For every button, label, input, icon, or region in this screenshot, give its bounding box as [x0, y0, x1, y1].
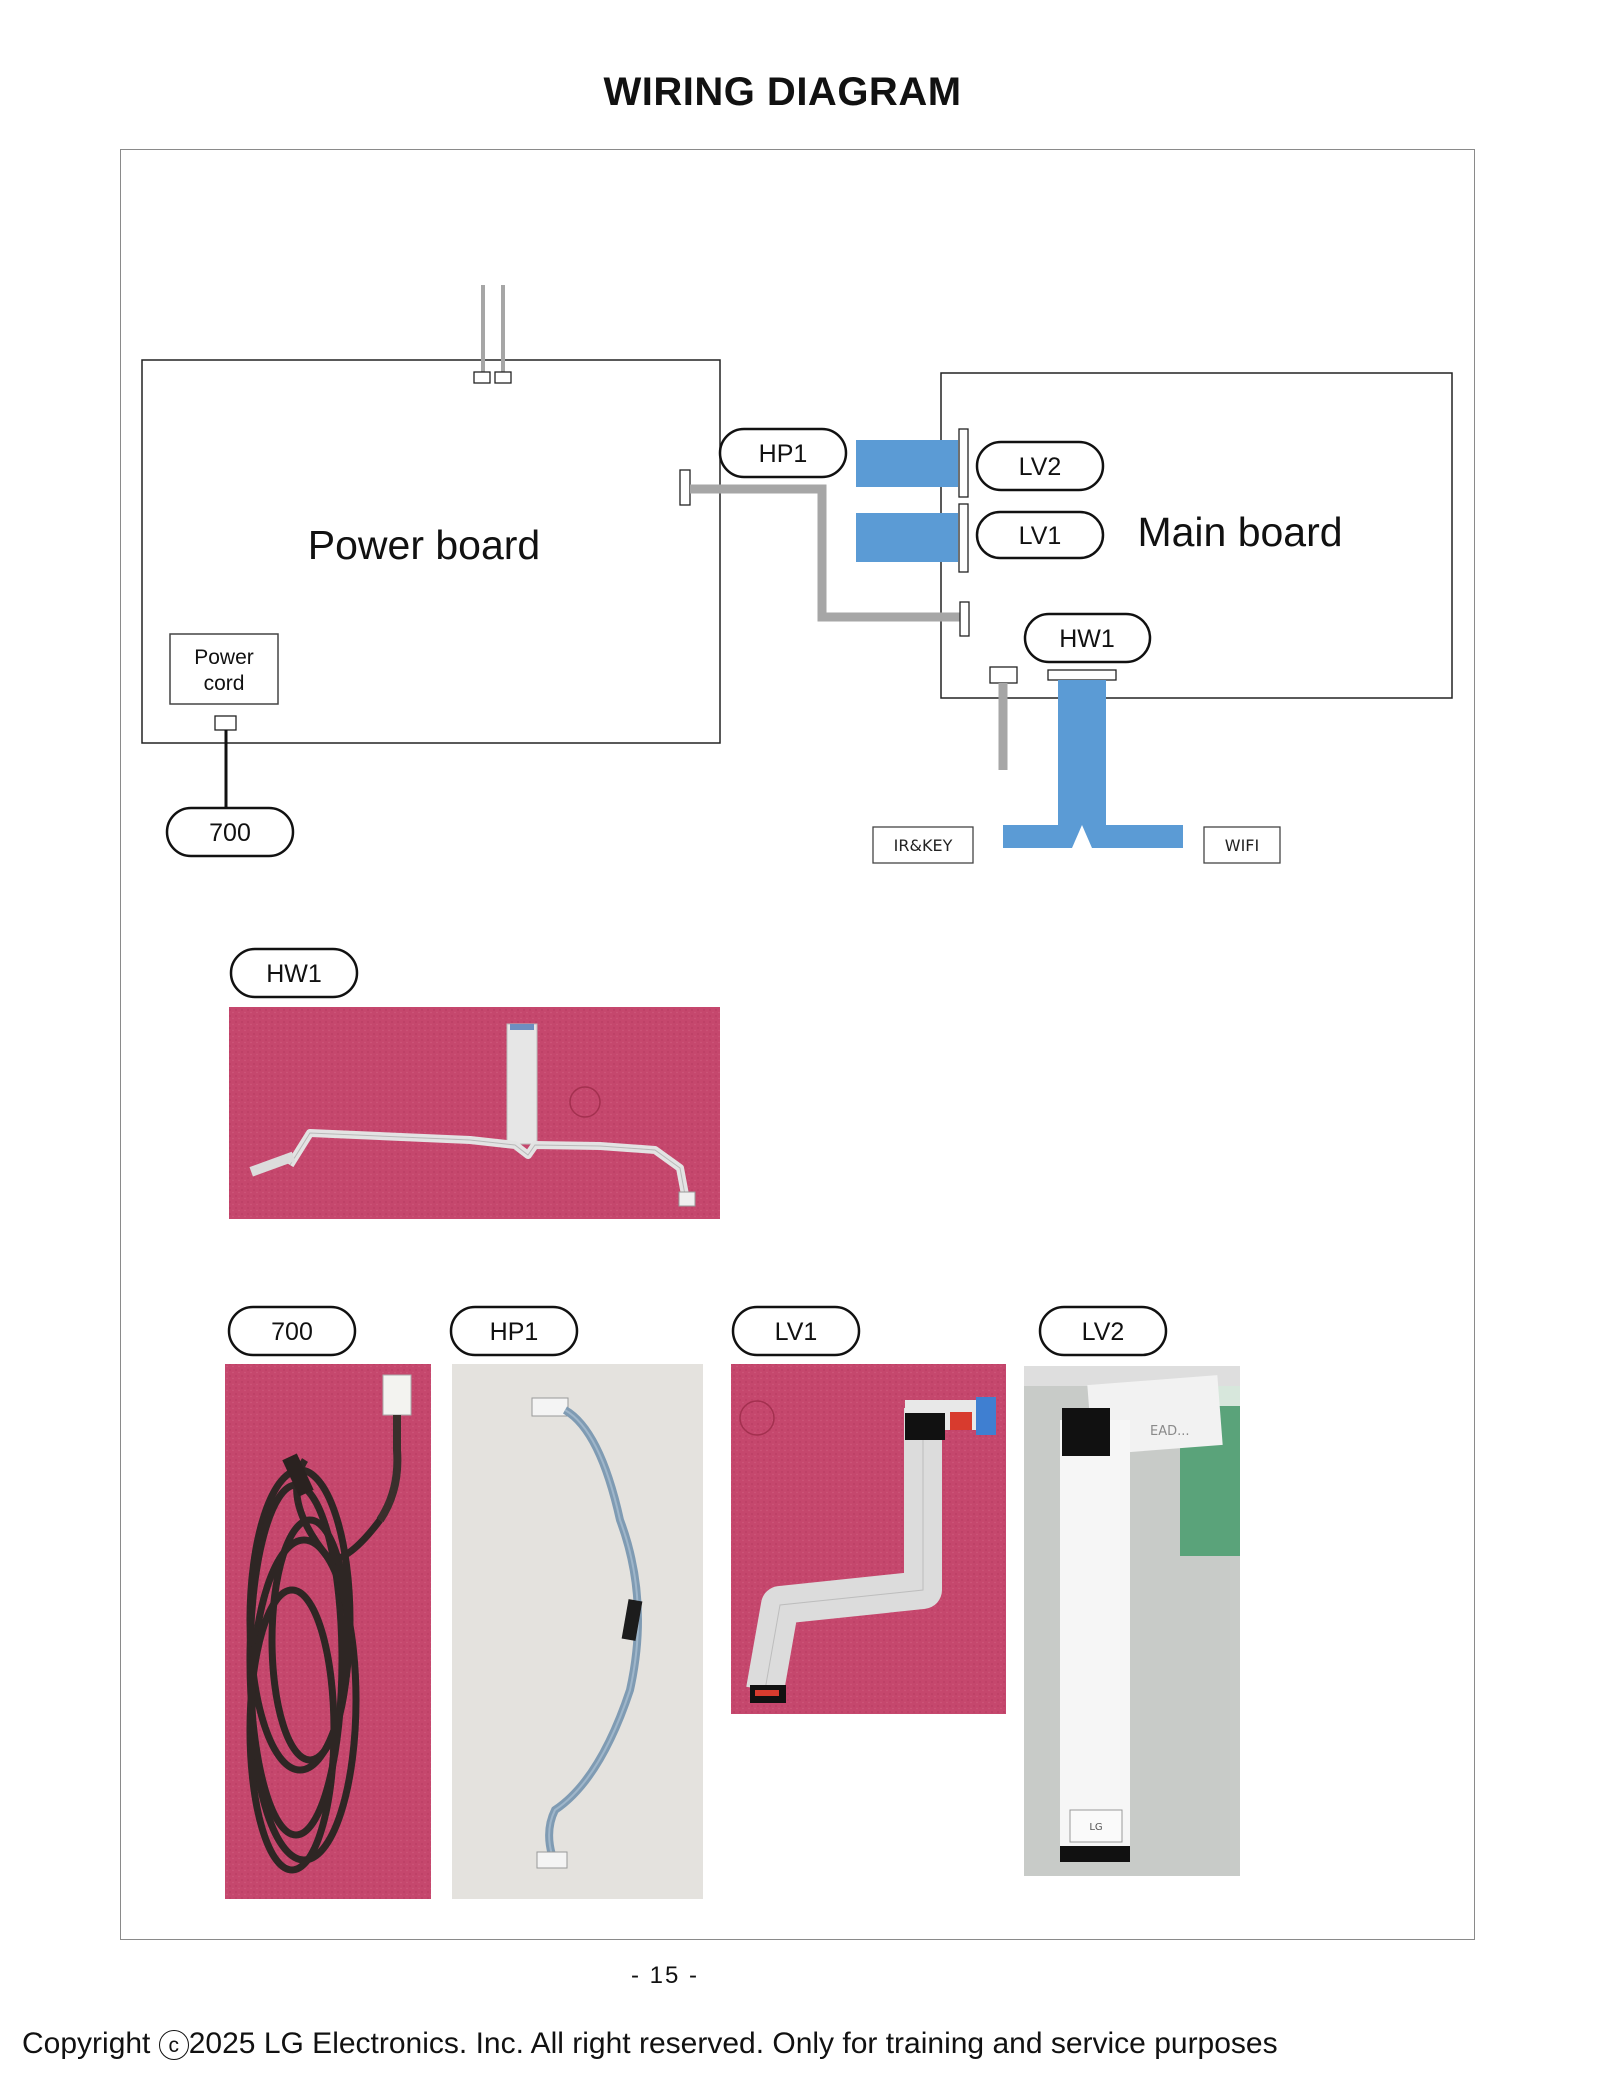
power-cord-connector [214, 715, 237, 810]
photo-label-lv2-text: LV2 [1082, 1318, 1125, 1346]
lv1-pill: LV1 [975, 510, 1105, 560]
copyright-prefix: Copyright [22, 2027, 151, 2060]
hw1-pill-label: HW1 [1059, 625, 1115, 653]
lv2-cable [856, 428, 969, 498]
copyright-text: 2025 LG Electronics. Inc. All right rese… [188, 2027, 1278, 2060]
hp1-photo [452, 1364, 703, 1899]
lv2-cable-print: EAD... [1150, 1424, 1190, 1439]
photo-label-hw1: HW1 [229, 947, 359, 999]
page-number: - 15 - [630, 1962, 699, 1989]
hp1-pill: HP1 [718, 427, 848, 479]
lv1-pill-label: LV1 [1019, 522, 1062, 550]
main-board-label: Main board [1137, 509, 1342, 555]
copyright-symbol-icon: c [158, 2030, 189, 2060]
power-input-wires [473, 285, 512, 384]
lv2-photo: EAD... LG [1024, 1366, 1240, 1876]
photo-label-hp1: HP1 [449, 1305, 579, 1357]
power-cord-box: Power cord [169, 633, 279, 705]
c700-pill: 700 [165, 806, 295, 858]
photo-label-lv1-text: LV1 [775, 1318, 818, 1346]
lv2-tag-text: LG [1089, 1822, 1102, 1833]
wifi-label: WIFI [1225, 836, 1259, 855]
power-cord-label-line1: Power [194, 646, 254, 669]
c700-pill-label: 700 [209, 819, 251, 847]
photo-label-lv2: LV2 [1038, 1305, 1168, 1357]
photo-label-hp1-text: HP1 [490, 1318, 539, 1346]
hw1-pill: HW1 [1023, 612, 1152, 664]
ir-key-cable [989, 666, 1018, 770]
hp1-cable [679, 469, 970, 637]
diagram-frame [120, 149, 1475, 1940]
photo-label-700: 700 [227, 1305, 357, 1357]
hw1-cable [1003, 669, 1183, 848]
lv1-photo [731, 1364, 1006, 1714]
photo-label-hw1-text: HW1 [266, 960, 322, 988]
ir-key-box: IR&KEY [872, 826, 974, 864]
photo-label-700-text: 700 [271, 1318, 313, 1346]
power-cord-label-line2: cord [204, 672, 245, 695]
wifi-box: WIFI [1203, 826, 1281, 864]
power-board-label: Power board [308, 522, 540, 568]
ir-key-label: IR&KEY [894, 836, 953, 855]
lv2-pill-label: LV2 [1019, 453, 1062, 481]
photo-label-lv1: LV1 [731, 1305, 861, 1357]
lv2-pill: LV2 [975, 440, 1105, 492]
lv1-cable [856, 503, 969, 573]
page-title: WIRING DIAGRAM [603, 70, 962, 114]
hp1-pill-label: HP1 [759, 440, 808, 468]
hw1-photo [229, 1007, 720, 1219]
c700-photo [225, 1364, 431, 1899]
